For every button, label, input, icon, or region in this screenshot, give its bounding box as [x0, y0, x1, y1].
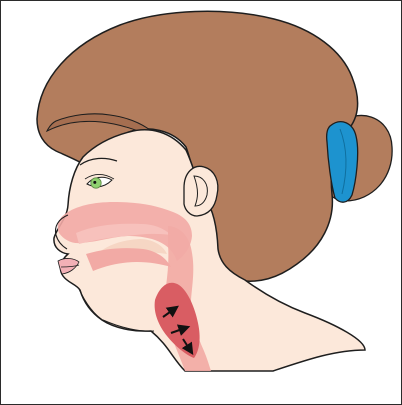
- eye-pupil: [93, 181, 96, 184]
